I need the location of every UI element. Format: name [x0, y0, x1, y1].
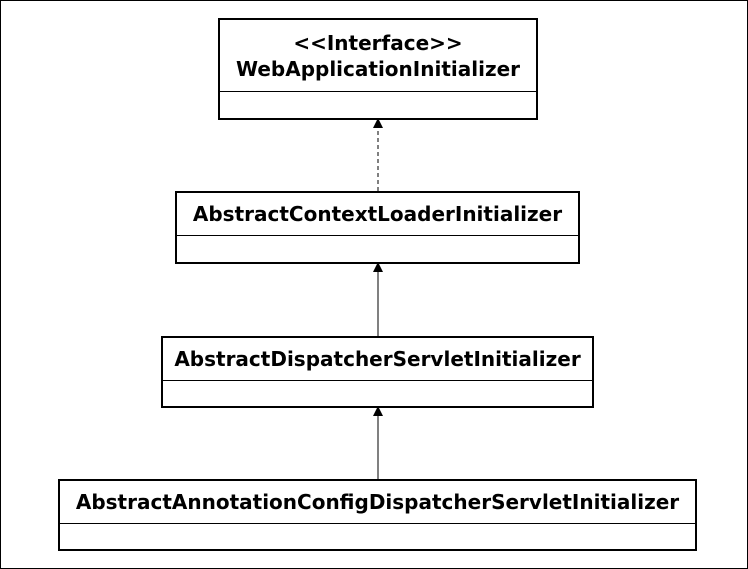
class-abstract-annotation-config-dispatcher-servlet-initializer: AbstractAnnotationConfigDispatcherServle… [58, 479, 697, 551]
class-name: AbstractContextLoaderInitializer [192, 202, 563, 226]
class-name-compartment: <<Interface>> WebApplicationInitializer [220, 20, 536, 92]
class-name: AbstractDispatcherServletInitializer [174, 347, 581, 371]
class-name-compartment: AbstractDispatcherServletInitializer [163, 338, 592, 381]
class-name: WebApplicationInitializer [235, 56, 521, 81]
class-name-compartment: AbstractContextLoaderInitializer [177, 193, 578, 236]
class-name: AbstractAnnotationConfigDispatcherServle… [75, 490, 680, 514]
class-web-application-initializer: <<Interface>> WebApplicationInitializer [218, 18, 538, 120]
class-name-compartment: AbstractAnnotationConfigDispatcherServle… [60, 481, 695, 524]
class-abstract-dispatcher-servlet-initializer: AbstractDispatcherServletInitializer [161, 336, 594, 408]
class-stereotype: <<Interface>> [293, 30, 463, 55]
class-abstract-context-loader-initializer: AbstractContextLoaderInitializer [175, 191, 580, 264]
